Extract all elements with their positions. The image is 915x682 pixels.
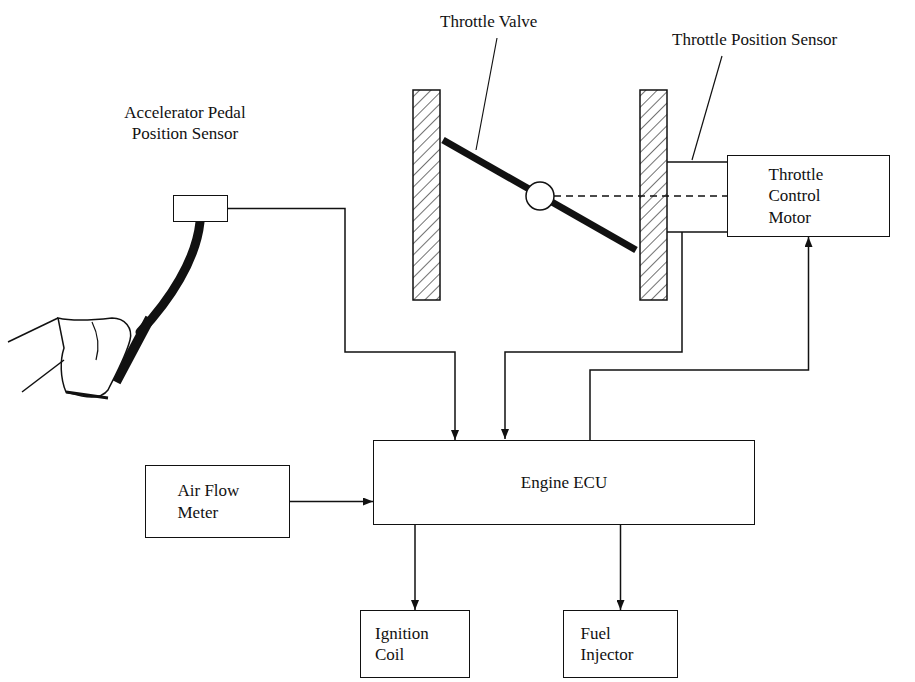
pedal-position-sensor: Accelerator Pedal Position Sensor bbox=[105, 102, 265, 222]
node-label: Engine ECU bbox=[521, 472, 607, 493]
output-box: Ignition Coil bbox=[360, 610, 470, 678]
node-label: Fuel Injector bbox=[581, 623, 661, 666]
node-label: Ignition Coil bbox=[375, 623, 455, 666]
sensor-signal-wire bbox=[505, 232, 682, 439]
output-box: Fuel Injector bbox=[563, 610, 678, 678]
part-label: Throttle Valve bbox=[440, 12, 537, 32]
shoe-sole bbox=[66, 392, 108, 398]
throttle-body-wall bbox=[640, 90, 667, 300]
signal-arrow bbox=[590, 237, 809, 440]
shaft-axis bbox=[554, 195, 727, 197]
node-label: Air Flow Meter bbox=[178, 480, 258, 523]
sensor-housing-line bbox=[667, 231, 727, 233]
signal-arrow bbox=[228, 209, 455, 441]
actuator-box: Throttle Control Motor bbox=[727, 155, 890, 237]
leader-line bbox=[692, 56, 722, 160]
signal-arrow bbox=[414, 525, 416, 610]
node-label: Throttle Control Motor bbox=[769, 164, 849, 228]
throttle-valve-plate bbox=[443, 140, 636, 250]
pedal-arm bbox=[140, 222, 200, 332]
sensor-housing-line bbox=[667, 161, 727, 163]
leg-outline bbox=[22, 360, 64, 392]
signal-arrow bbox=[620, 525, 622, 610]
shoe-detail bbox=[92, 322, 98, 360]
controller-box: Engine ECU bbox=[373, 440, 755, 525]
shoe bbox=[58, 318, 131, 397]
sensor-box: Air Flow Meter bbox=[145, 465, 290, 538]
part-label: Throttle Position Sensor bbox=[672, 30, 837, 50]
leader-line bbox=[476, 38, 497, 150]
signal-arrow bbox=[290, 501, 373, 503]
throttle-body-wall bbox=[413, 90, 440, 300]
sensor-housing bbox=[173, 195, 228, 222]
leg-outline bbox=[8, 318, 58, 342]
throttle-shaft bbox=[526, 182, 554, 210]
node-label: Accelerator Pedal Position Sensor bbox=[105, 102, 265, 145]
